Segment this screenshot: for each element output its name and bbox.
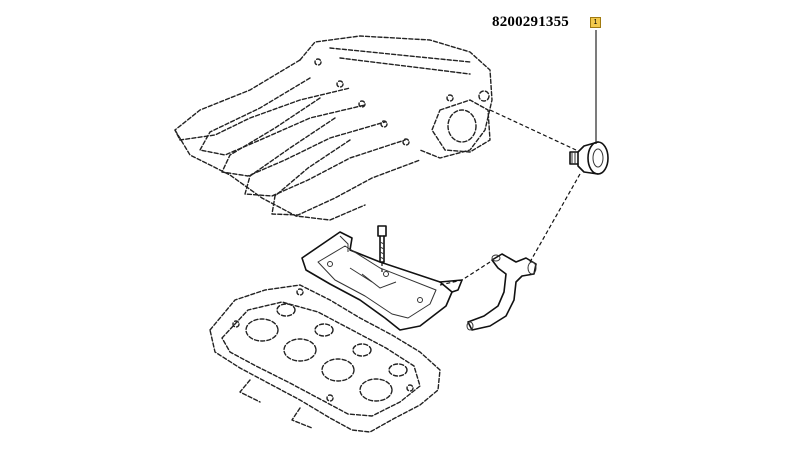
assembly-line-manifold xyxy=(489,109,577,151)
valve-cover-icon xyxy=(301,231,463,331)
bolt-icon xyxy=(377,225,387,272)
cylinder-head-gasket-icon xyxy=(209,284,441,433)
assembly-line-hose xyxy=(529,173,581,263)
breather-hose-icon xyxy=(466,253,537,331)
pcv-valve-icon xyxy=(569,141,609,175)
callout-index-badge[interactable]: 1 xyxy=(590,17,601,28)
part-number-label: 8200291355 xyxy=(492,14,569,30)
intake-manifold-icon xyxy=(174,35,493,221)
